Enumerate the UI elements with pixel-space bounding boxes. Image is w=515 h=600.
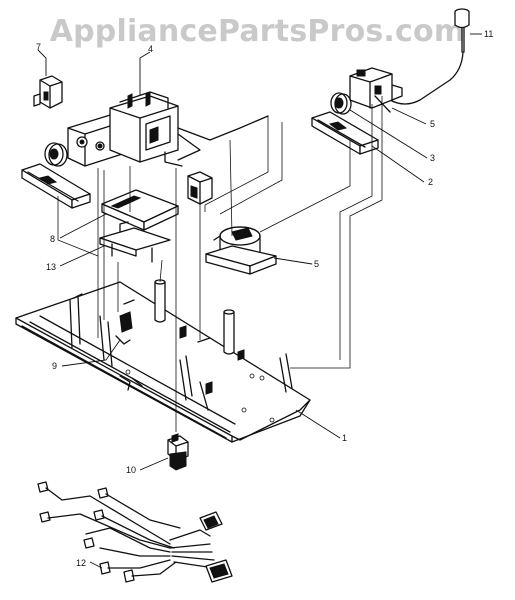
part-13-bracket [99,221,171,263]
callout-1: 1 [342,433,347,443]
part-2-bracket [311,111,379,155]
callout-leaders [37,33,482,569]
part-7-bracket [33,75,63,109]
watermark: AppliancePartsPros.com [49,14,466,49]
callout-8: 8 [50,234,55,244]
part-4-motor-box [67,91,269,167]
part-clip-center [187,171,213,205]
part-bracket-left [21,163,91,209]
part-11-wire-harness [37,481,233,583]
callout-5-middle: 5 [314,259,319,269]
callout-5-top: 5 [430,119,435,129]
part-10-switch [167,433,189,471]
part-8-plate [101,189,179,231]
callout-9: 9 [52,361,57,371]
part-3-gear [330,92,352,115]
callout-numbers: 11 5 3 2 4 7 8 13 9 5 1 10 12 [36,29,493,568]
part-1-base-tray [15,279,311,443]
callout-11: 12 [76,558,86,568]
assembly-guide-lines [57,96,383,432]
callout-13: 13 [46,262,56,272]
callout-4: 4 [148,44,153,54]
part-5-damper [205,226,277,275]
callout-3: 3 [430,153,435,163]
callout-10: 10 [126,465,136,475]
part-5-switch-top [349,67,403,113]
callout-7: 7 [36,42,41,52]
callout-12: 11 [484,29,493,39]
part-gear-left [44,142,68,167]
part-12-sensor [389,8,470,105]
callout-2: 2 [428,177,433,187]
